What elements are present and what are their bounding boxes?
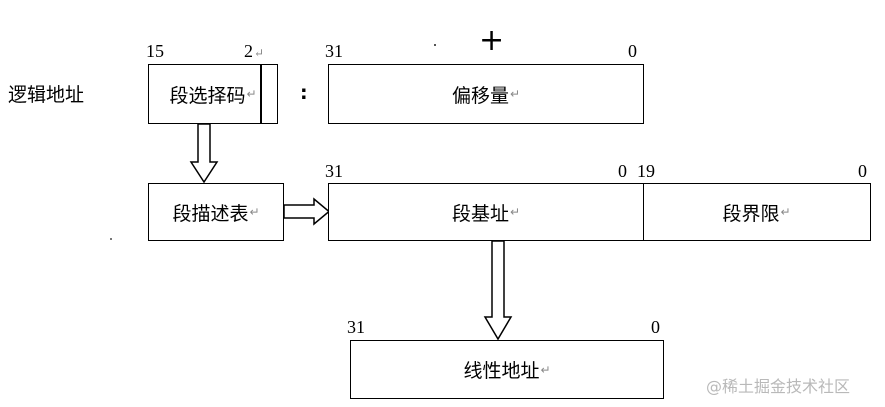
linear-address-text: 线性地址 [463, 360, 540, 382]
base-bit-low: 0 [618, 161, 627, 181]
offset-text: 偏移量 [451, 84, 509, 107]
offset-bit-high: 31 [325, 41, 343, 61]
selector-bit-high: 15 [146, 41, 164, 61]
base-bit-high: 31 [325, 161, 343, 181]
segment-base-text: 段基址 [451, 202, 509, 225]
linear-bit-high: 31 [347, 317, 365, 337]
selector-rpl-divider [260, 65, 262, 123]
plus-sign: + [479, 23, 505, 58]
stray-dot [110, 238, 112, 240]
address-separator: : [300, 82, 308, 104]
selector-bit-low: 2↵ [244, 41, 265, 61]
return-mark: ↵ [246, 87, 257, 101]
descriptor-table-box: 段描述表↵ [148, 183, 284, 241]
watermark: @稀土掘金技术社区 [706, 377, 851, 396]
segment-limit-box: 段界限↵ [642, 183, 871, 241]
segment-selector-box: 段选择码↵ [148, 64, 278, 124]
offset-bit-low: 0 [628, 41, 637, 61]
down-arrow-icon [483, 240, 513, 341]
down-arrow-icon [189, 123, 219, 184]
linear-bit-low: 0 [651, 317, 660, 337]
limit-bit-high: 19 [637, 161, 655, 181]
offset-box: 偏移量↵ [328, 64, 644, 124]
stray-dot [434, 44, 436, 46]
logical-address-label: 逻辑地址 [8, 84, 85, 106]
descriptor-table-text: 段描述表 [172, 202, 249, 225]
linear-address-box: 线性地址↵ [350, 340, 664, 399]
segment-base-box: 段基址↵ [328, 183, 644, 241]
right-arrow-icon [283, 197, 331, 226]
limit-bit-low: 0 [858, 161, 867, 181]
segment-selector-text: 段选择码 [169, 84, 246, 107]
segment-limit-text: 段界限 [722, 202, 780, 225]
